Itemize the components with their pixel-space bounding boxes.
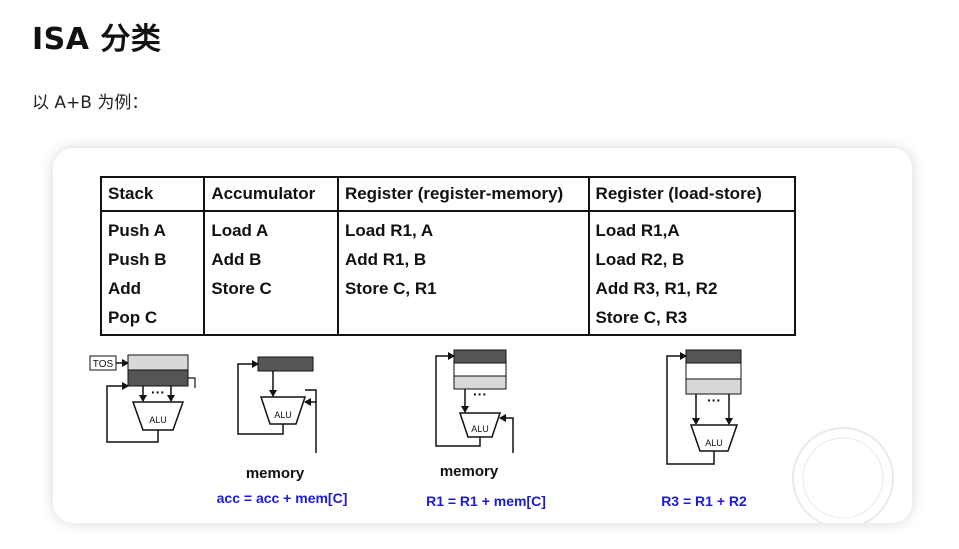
register-memory-line: Store C, R1 [344,279,437,298]
register-memory-cell: Load R1, A Add R1, B Store C, R1 [336,211,590,336]
table-row: Push A Push B Add Pop C Load A Add B Sto… [99,211,797,336]
load-store-line: Load R2, B [595,250,685,269]
register-memory-line: Add R1, B [344,250,427,269]
rm-register-white [453,362,507,377]
rm-alu-label: ALU [471,424,489,434]
load-store-diagram: ··· ALU R3 = R1 + R2 [661,349,747,509]
stack-line: Add [108,279,142,298]
stack-line: Pop C [108,308,158,327]
stack-alu-label: ALU [149,415,167,425]
rm-feedback-path [435,352,481,447]
accumulator-diagram: ALU memory acc = acc + mem[C] [217,356,348,506]
header-accumulator: Accumulator [203,176,339,212]
stack-line: Push A [108,221,166,240]
load-store-cell: Load R1,A Load R2, B Add R3, R1, R2 Stor… [587,211,797,336]
rm-equation: R1 = R1 + mem[C] [426,493,546,509]
stack-line: Push B [108,250,167,269]
header-stack: Stack [99,176,206,212]
intro-text: 以 A+B 为例： [32,93,149,113]
rm-register-dark [453,349,507,364]
ls-register-white [685,362,742,380]
ls-register-dark [685,349,742,364]
accumulator-alu [259,396,307,425]
rm-memory-path [499,414,514,453]
architecture-diagrams: TOS ··· ALU ALU memory acc = acc + mem[C… [89,349,894,523]
rm-memory-label: memory [440,463,499,480]
load-store-line: Store C, R3 [595,308,688,327]
page-title: ISA 分类 [32,22,162,57]
load-store-line: Add R3, R1, R2 [595,279,718,298]
stack-dots: ··· [151,384,165,400]
stack-alu [131,401,185,431]
ls-dots: ··· [707,392,721,408]
seal-mark [792,427,894,523]
stack-diagram: TOS ··· ALU [89,354,196,443]
ls-alu-label: ALU [705,438,723,448]
rm-dots: ··· [473,386,487,402]
accumulator-line: Add B [211,250,262,269]
accumulator-cell: Load A Add B Store C [203,211,339,336]
load-store-line: Load R1,A [595,221,680,240]
accumulator-line: Store C [211,279,272,298]
accumulator-alu-label: ALU [274,410,292,420]
stack-top-register [127,354,189,371]
ls-feedback-path [666,352,715,465]
stack-feedback-path [106,382,159,443]
rm-register-light [453,375,507,390]
register-memory-diagram: ··· ALU memory R1 = R1 + mem[C] [426,349,546,509]
ls-alu [689,424,739,452]
header-load-store: Register (load-store) [587,176,797,212]
figure-card: Stack Accumulator Register (register-mem… [53,148,912,523]
stack-cell: Push A Push B Add Pop C [99,211,206,336]
register-memory-line: Load R1, A [344,221,434,240]
rm-alu [458,412,502,438]
tos-label: TOS [93,359,114,370]
accumulator-register [257,356,314,372]
accumulator-line: Load A [211,221,269,240]
isa-table: Stack Accumulator Register (register-mem… [99,176,797,336]
header-register-memory: Register (register-memory) [336,176,590,212]
ls-equation: R3 = R1 + R2 [661,493,747,509]
accumulator-memory-label: memory [246,465,305,482]
accumulator-memory-path [304,398,317,453]
accumulator-equation: acc = acc + mem[C] [217,490,348,506]
table-header-row: Stack Accumulator Register (register-mem… [99,176,797,212]
ls-register-light [685,378,742,395]
accumulator-feedback-path [237,360,284,435]
